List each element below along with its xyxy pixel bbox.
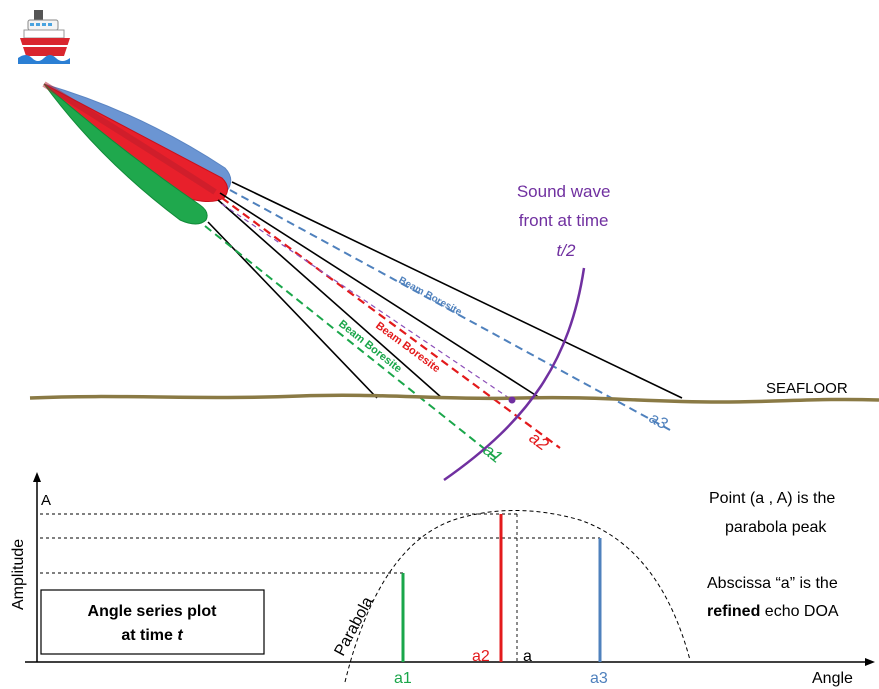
green-boresite-line [204,225,497,459]
purple-dashed-line [221,203,513,401]
angle-axis-label: Angle [812,670,853,687]
blue-boresite-line [229,189,671,431]
peak-note: Point (a , A) is the parabola peak [709,490,840,536]
amplitude-axis-label: Amplitude [10,539,27,610]
angle-series-box-subtitle: at time t [121,627,183,644]
red-boresite-line [221,197,561,449]
doa-note: Abscissa “a” is the refined echo DOA [707,575,842,620]
peak-amplitude-label: A [41,492,51,509]
plot-guide-lines [40,513,600,662]
parabola-label: Parabola [332,594,377,659]
a-axis-label: a [523,648,532,665]
sound-wave-label: Sound wave front at time t/2 [517,182,615,260]
wavefront-seafloor-intersection [508,396,516,404]
angle-series-box [40,589,265,655]
angle-plot-axes [25,472,875,666]
beam-edge-lines [207,181,683,399]
a2-beam-label: a2 [526,428,553,455]
seafloor-line [29,393,879,404]
ship-icon [18,10,70,64]
a2-axis-label: a2 [472,648,490,665]
sound-wave-front-curve [443,267,586,482]
angle-series-box-title: Angle series plot [88,603,218,620]
seafloor-label: SEAFLOOR [766,380,848,397]
parabola-curve [344,510,691,683]
a3-beam-label: a3 [646,410,670,433]
a1-axis-label: a1 [394,670,412,687]
green-beam-lobe [43,83,208,225]
a1-beam-label: a1 [480,440,507,467]
a3-axis-label: a3 [590,670,608,687]
